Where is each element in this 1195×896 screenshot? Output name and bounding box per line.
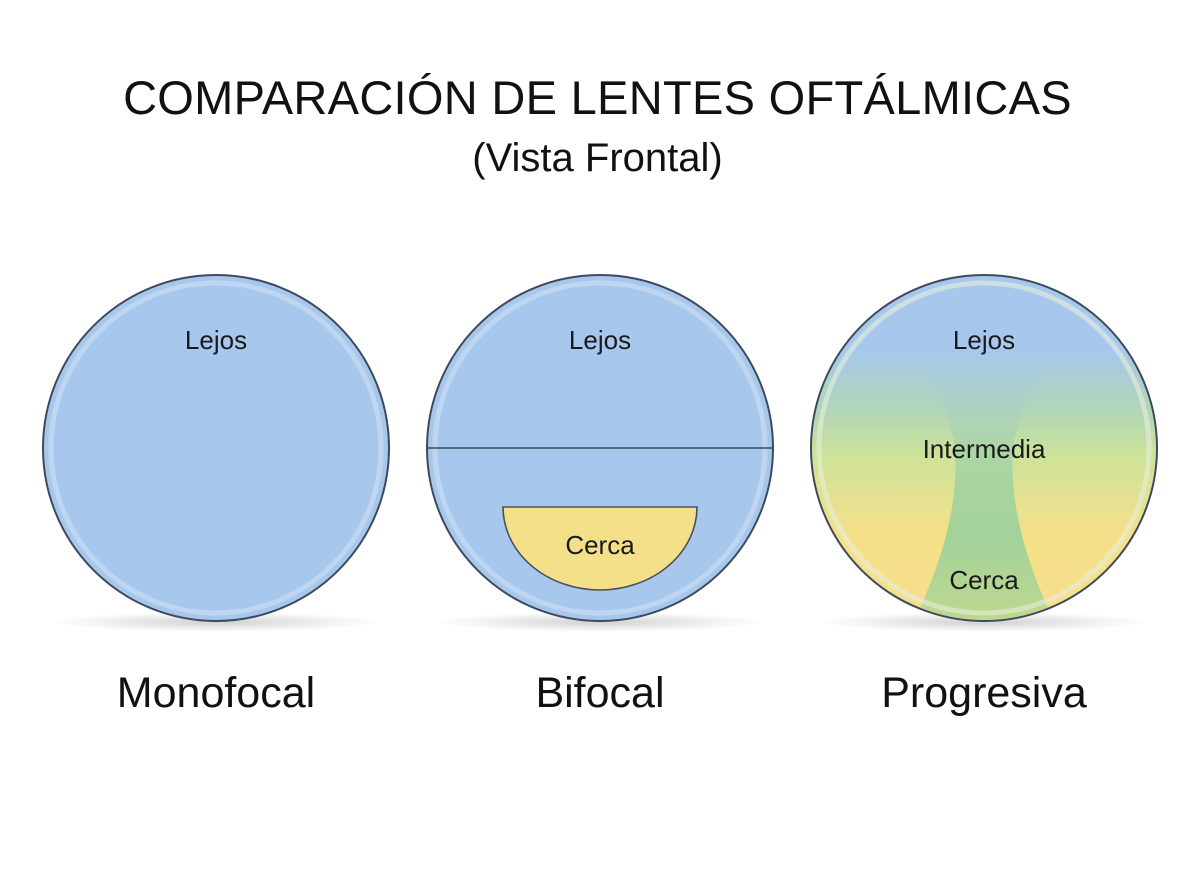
lens-name-bifocal: Bifocal	[535, 669, 665, 717]
lens-rim-highlight	[48, 280, 384, 616]
monofocal-lens: Lejos	[42, 274, 390, 632]
diagram-title: COMPARACIÓN DE LENTES OFTÁLMICAS	[123, 71, 1072, 124]
lens-name-progressive: Progresiva	[881, 669, 1087, 717]
progressive-corridor	[910, 360, 1058, 620]
zone-label-near: Cerca	[949, 565, 1019, 595]
lens-body	[42, 274, 390, 622]
progressive-lens: Lejos Intermedia Cerca	[810, 274, 1158, 632]
zone-label-far: Lejos	[953, 325, 1015, 355]
diagram-subtitle: (Vista Frontal)	[472, 136, 723, 180]
near-segment	[502, 506, 698, 591]
zone-label-near: Cerca	[565, 530, 635, 560]
zone-label-far: Lejos	[569, 325, 631, 355]
zone-label-far: Lejos	[185, 325, 247, 355]
lens-name-monofocal: Monofocal	[116, 669, 316, 717]
bifocal-lens: Lejos Cerca	[426, 274, 774, 632]
lens-rim-highlight	[816, 280, 1152, 616]
zone-label-intermediate: Intermedia	[923, 434, 1046, 464]
